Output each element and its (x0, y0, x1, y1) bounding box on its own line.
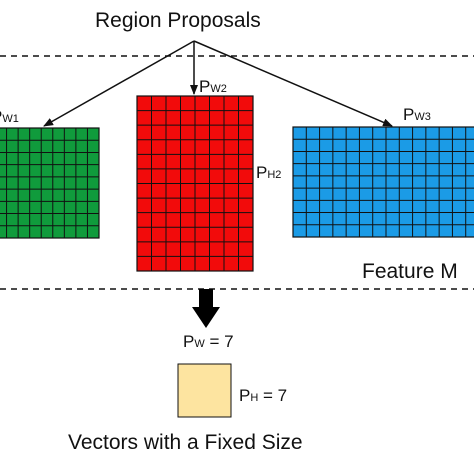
label-ph-output: PH = 7 (239, 387, 287, 404)
label-ph2-sub: H2 (267, 169, 282, 181)
blue-region-grid (292, 126, 474, 238)
label-feature-map: Feature M (362, 260, 458, 283)
label-ph2-main: P (256, 163, 268, 182)
red-region-grid (136, 95, 254, 272)
label-pw-output-main: P (183, 332, 195, 351)
caption-fixed-size: Vectors with a Fixed Size (68, 431, 303, 454)
label-ph-output-main: P (239, 386, 251, 405)
label-pw1-sub: W1 (2, 113, 19, 125)
label-pw2-sub: W2 (210, 83, 227, 95)
label-pw3: PW3 (403, 106, 431, 123)
arrow-to-blue-grid (193, 40, 393, 127)
label-ph-output-sub: H (250, 392, 259, 404)
title-region-proposals: Region Proposals (95, 9, 261, 32)
label-pw-output-sub: W (194, 338, 205, 350)
arrow-to-green-grid (43, 40, 195, 127)
label-pw2-main: P (199, 77, 211, 96)
label-pw2: PW2 (199, 78, 227, 95)
label-pw1-main: P (0, 107, 2, 126)
fixed-size-output-square (177, 363, 232, 418)
label-pw-output: PW = 7 (183, 333, 234, 350)
green-grid-background (0, 127, 100, 239)
label-pw3-main: P (403, 105, 415, 124)
green-region-grid (0, 127, 100, 239)
blue-grid-background (292, 126, 474, 238)
label-ph2: PH2 (256, 164, 281, 181)
label-pw3-sub: W3 (414, 111, 431, 123)
label-pw1: PW1 (0, 108, 19, 125)
label-ph-output-rest: = 7 (258, 386, 288, 405)
down-arrow (192, 289, 220, 328)
label-pw-output-rest: = 7 (204, 332, 234, 351)
